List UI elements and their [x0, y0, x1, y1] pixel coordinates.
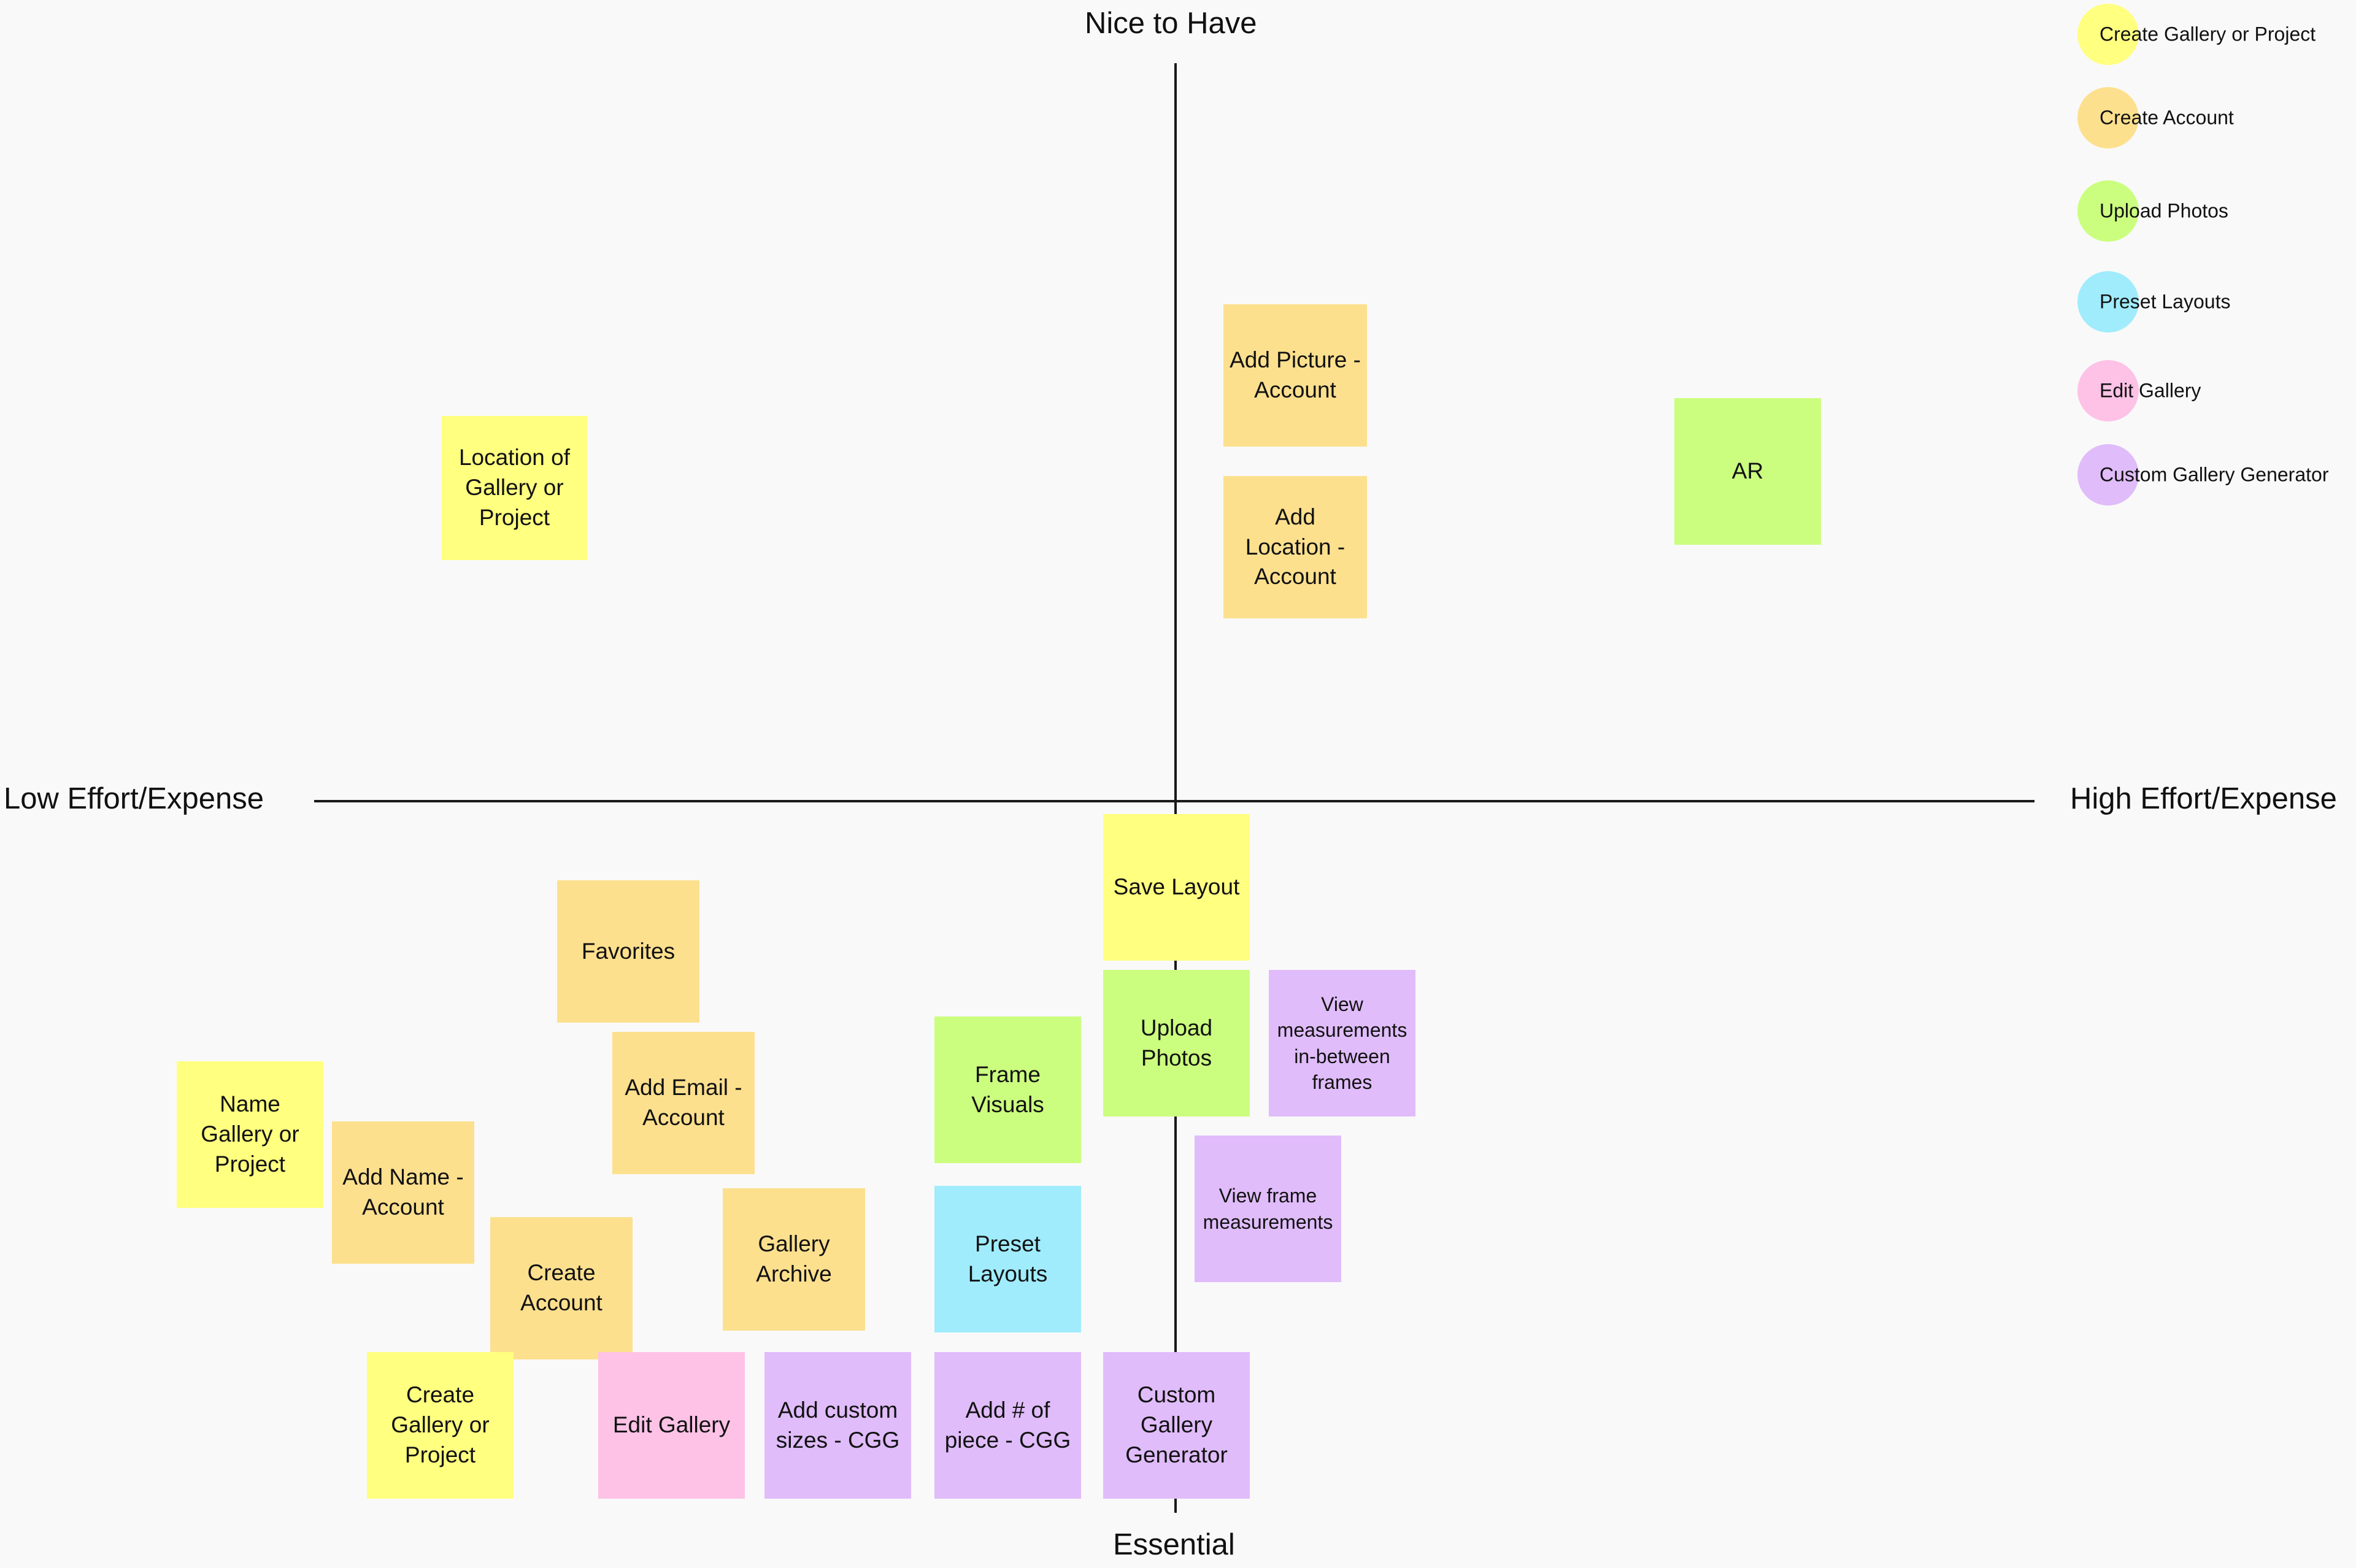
- sticky-note-text: AR: [1731, 458, 1764, 484]
- sticky-note-text: Add Location - Account: [1245, 504, 1345, 590]
- sticky-note[interactable]: Create Gallery or Project: [367, 1352, 514, 1499]
- sticky-note-text: View frame measurements: [1203, 1185, 1333, 1233]
- legend-dot: [2077, 271, 2139, 332]
- sticky-note[interactable]: Save Layout: [1103, 814, 1250, 961]
- sticky-note[interactable]: Edit Gallery: [598, 1352, 745, 1499]
- sticky-note-text: Edit Gallery: [612, 1412, 731, 1438]
- legend-label: Custom Gallery Generator: [2100, 463, 2329, 486]
- sticky-note[interactable]: Add Location - Account: [1223, 476, 1367, 618]
- vertical-axis: [1174, 63, 1177, 1513]
- sticky-note[interactable]: Add # of piece - CGG: [934, 1352, 1081, 1499]
- sticky-note[interactable]: AR: [1674, 398, 1821, 545]
- sticky-note-text: Frame Visuals: [971, 1061, 1044, 1117]
- sticky-note-text: Custom Gallery Generator: [1125, 1382, 1228, 1467]
- sticky-note[interactable]: Preset Layouts: [934, 1186, 1081, 1332]
- legend-dot: [2077, 4, 2139, 65]
- sticky-note-text: Gallery Archive: [756, 1231, 832, 1286]
- sticky-note-text: Save Layout: [1113, 874, 1240, 900]
- sticky-note[interactable]: Gallery Archive: [723, 1188, 865, 1331]
- sticky-note-text: Add Email - Account: [625, 1075, 742, 1130]
- sticky-note-text: Location of Gallery or Project: [458, 445, 571, 530]
- legend-label: Upload Photos: [2100, 199, 2228, 222]
- axis-label-bottom: Essential: [1113, 1528, 1235, 1561]
- sticky-note[interactable]: Add Picture - Account: [1223, 304, 1367, 447]
- sticky-note-text: Add # of piece - CGG: [944, 1397, 1071, 1453]
- sticky-note[interactable]: Add custom sizes - CGG: [764, 1352, 911, 1499]
- legend-label: Edit Gallery: [2100, 379, 2201, 402]
- sticky-note[interactable]: Favorites: [557, 880, 699, 1023]
- legend-label: Create Account: [2100, 106, 2234, 129]
- sticky-note[interactable]: View measurements in-between frames: [1269, 970, 1415, 1116]
- sticky-note-text: Add custom sizes - CGG: [776, 1397, 900, 1453]
- legend-dot: [2077, 360, 2139, 421]
- legend-label: Create Gallery or Project: [2100, 23, 2316, 45]
- sticky-note-text: Add Name - Account: [342, 1164, 464, 1220]
- sticky-note-text: Preset Layouts: [968, 1231, 1048, 1286]
- sticky-note-text: Create Account: [520, 1260, 602, 1315]
- sticky-note[interactable]: Location of Gallery or Project: [442, 416, 587, 560]
- sticky-note[interactable]: Add Email - Account: [612, 1032, 755, 1174]
- sticky-note-text: Upload Photos: [1140, 1015, 1213, 1070]
- sticky-note[interactable]: View frame measurements: [1195, 1136, 1341, 1282]
- sticky-note-text: Name Gallery or Project: [201, 1091, 299, 1177]
- legend-dot: [2077, 180, 2139, 242]
- sticky-note[interactable]: Upload Photos: [1103, 970, 1250, 1116]
- axis-label-left: Low Effort/Expense: [4, 782, 264, 815]
- sticky-note-text: Add Picture - Account: [1230, 347, 1361, 402]
- sticky-note-text: Create Gallery or Project: [391, 1382, 490, 1467]
- sticky-note[interactable]: Name Gallery or Project: [177, 1061, 323, 1208]
- sticky-note[interactable]: Create Account: [490, 1217, 633, 1359]
- axis-label-right: High Effort/Expense: [2070, 782, 2337, 815]
- axis-label-top: Nice to Have: [1085, 7, 1257, 40]
- sticky-note[interactable]: Add Name - Account: [332, 1121, 474, 1264]
- sticky-note[interactable]: Custom Gallery Generator: [1103, 1352, 1250, 1499]
- legend-dot: [2077, 87, 2139, 148]
- sticky-note[interactable]: Frame Visuals: [934, 1017, 1081, 1163]
- sticky-note-text: View measurements in-between frames: [1277, 993, 1407, 1093]
- legend-label: Preset Layouts: [2100, 290, 2231, 313]
- sticky-note-text: Favorites: [581, 938, 676, 964]
- legend-dot: [2077, 444, 2139, 505]
